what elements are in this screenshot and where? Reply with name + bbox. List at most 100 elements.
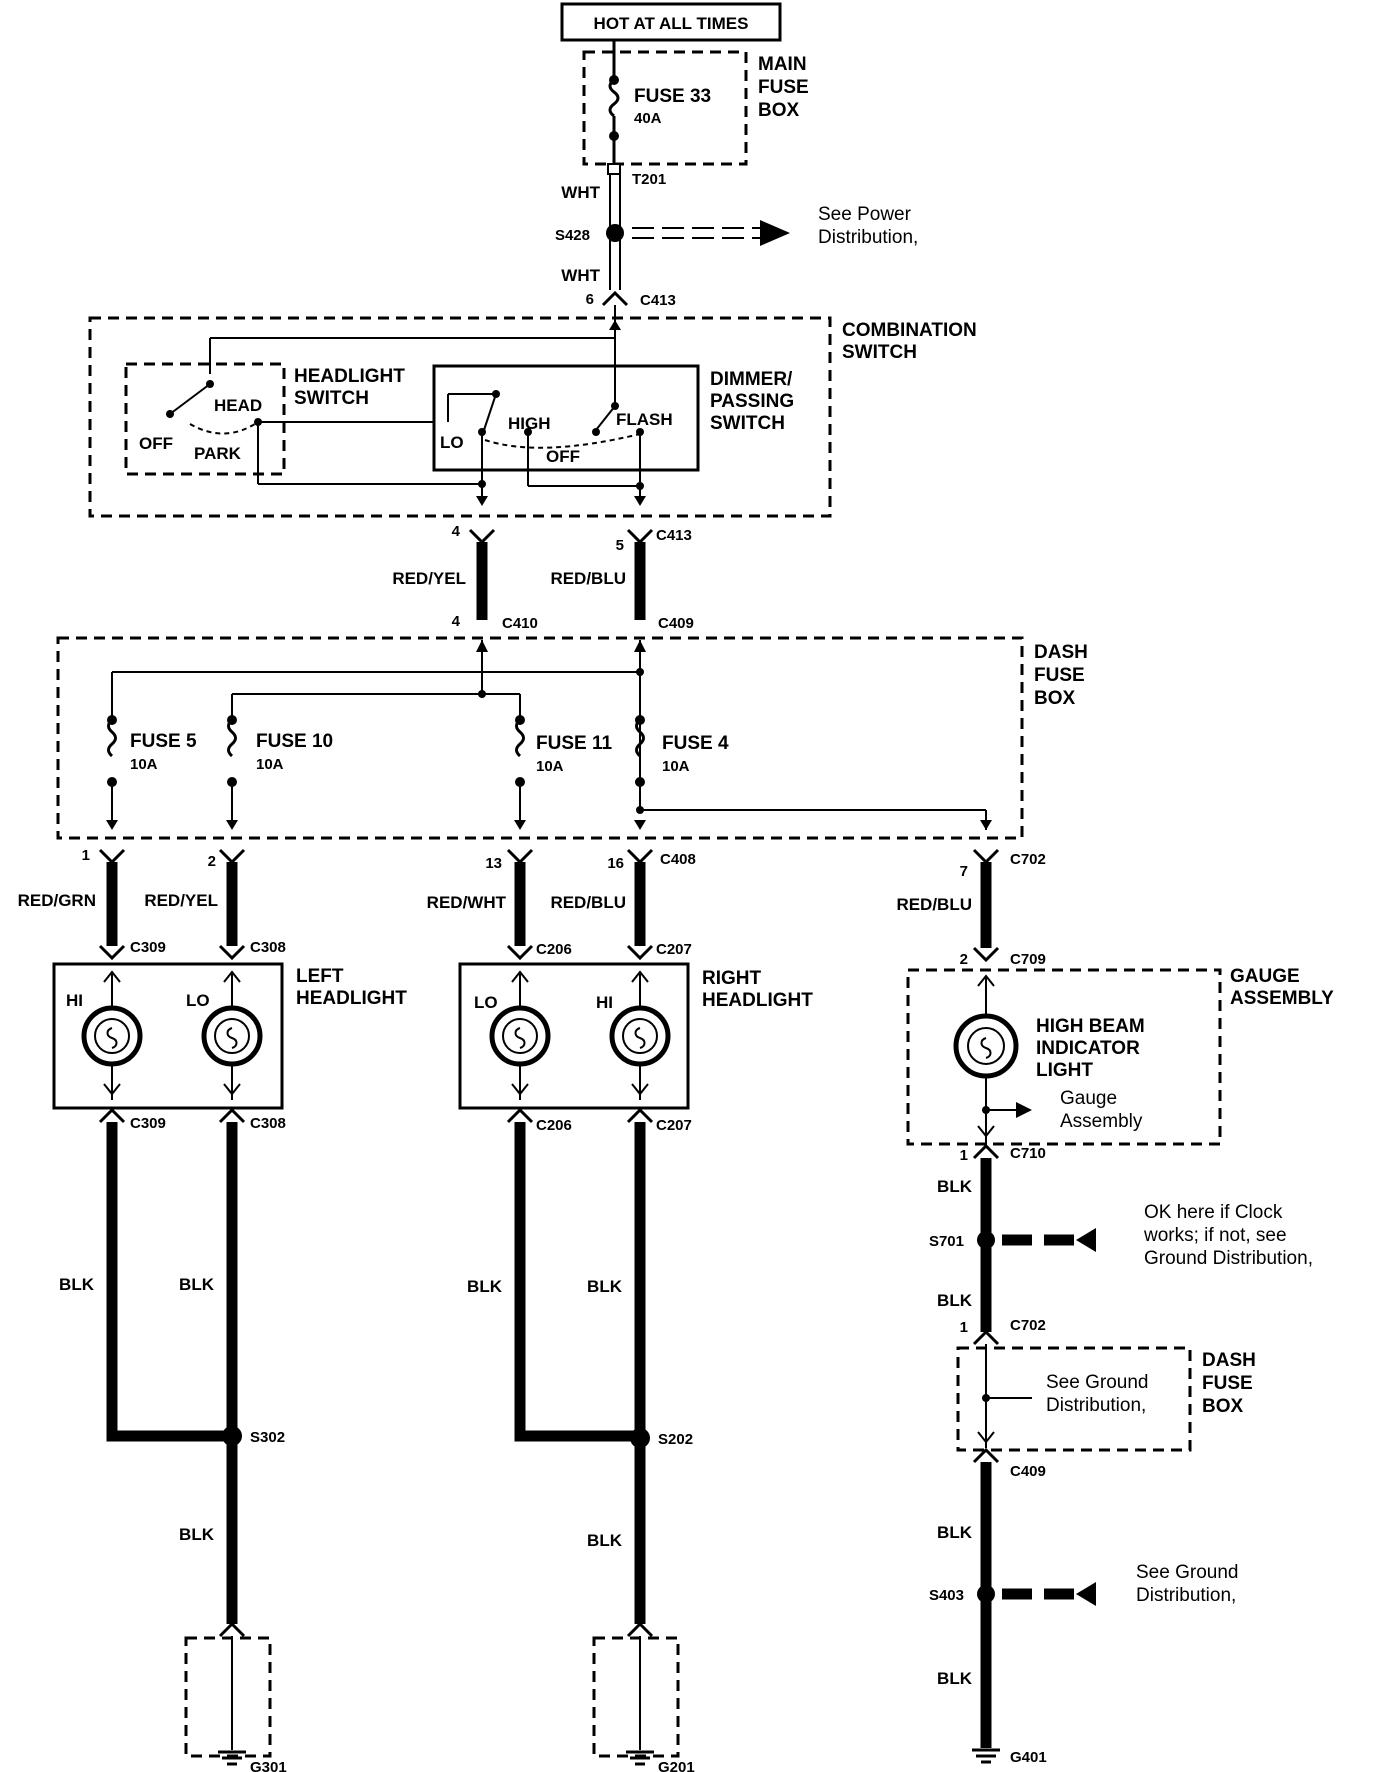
right-lo-bulb-icon [489,970,551,1100]
fuse-4-label: FUSE 4 [662,733,729,754]
power-distribution-arrow [632,220,790,246]
c408-pin-16: 16 [607,855,624,872]
headlight-top-connectors [98,944,1000,963]
wire-blk-10: BLK [937,1669,973,1688]
main-fuse-box-title-1: MAIN [758,54,807,75]
gauge-ground-note-1: Gauge [1060,1088,1117,1109]
headlight-pos-head: HEAD [214,396,262,415]
main-fuse-box-title-2: FUSE [758,77,809,98]
c207-bot-label: C207 [656,1117,692,1134]
dimmer-passing-switch-box [432,364,700,472]
s202-splice [630,1428,650,1448]
g201-box [592,1636,680,1758]
dash-fuse-box-title-1: DASH [1034,642,1088,663]
c413-top-connector [601,290,629,307]
c413-top-label: C413 [640,292,676,309]
high-beam-indicator-bulb-icon [953,974,1032,1146]
main-fuse-box [582,50,748,166]
left-blk-loop [106,1122,232,1442]
s403-splice [977,1585,995,1603]
dimmer-switch-title-3: SWITCH [710,413,785,434]
wire-red-yel-2: RED/YEL [144,891,218,910]
left-headlight-title-2: HEADLIGHT [296,988,407,1009]
fuse-10-rating: 10A [256,756,284,773]
s403-label: S403 [929,1587,964,1604]
fuse-5-symbol [106,715,118,830]
s428-label: S428 [555,227,590,244]
wire-red-blu-1: RED/BLU [550,569,626,588]
c413-label: C413 [656,527,692,544]
c308-bot-label: C308 [250,1115,286,1132]
wire-red-grn: RED/GRN [18,891,96,910]
c710-connector [972,1143,1000,1160]
right-blk-loop [514,1122,640,1442]
t201-label: T201 [632,171,666,188]
dash-fuse-wiring [111,640,646,810]
headlight-bottom-connectors [98,1107,654,1124]
c409-bot-label: C409 [1010,1463,1046,1480]
c408-connectors [98,848,1000,865]
high-beam-indicator-2: INDICATOR [1036,1038,1140,1059]
g401-ground-icon [972,1748,1000,1764]
wire-blk-3: BLK [179,1525,215,1544]
left-headlight-title-1: LEFT [296,966,344,987]
dimmer-pos-off: OFF [546,447,580,466]
c408-pin-13: 13 [485,855,502,872]
wire-blk-4: BLK [467,1277,503,1296]
wire-wht-2: WHT [561,266,600,285]
main-fuse-box-title-3: BOX [758,100,800,121]
combination-switch-wiring [166,305,646,506]
c413-connector-b [626,528,654,545]
wire-wht-1: WHT [561,183,600,202]
dash-fuse-box [56,636,1024,840]
t201-terminal [607,163,621,175]
c413-top-pin: 6 [586,291,594,308]
fuse-5-rating: 10A [130,756,158,773]
headlight-switch-title-1: HEADLIGHT [294,366,405,387]
c702-bot-pin: 1 [960,1319,968,1336]
high-beam-indicator-1: HIGH BEAM [1036,1016,1145,1037]
wire-blk-1: BLK [59,1275,95,1294]
g301-ground-icon [218,1636,246,1766]
s302-splice [222,1426,242,1446]
headlight-switch-box [124,362,286,476]
g201-connector [626,1621,654,1638]
c309-top-label: C309 [130,939,166,956]
c408-pin-1: 1 [82,847,90,864]
headlight-switch-title-2: SWITCH [294,388,369,409]
right-hi-bulb-icon [609,970,671,1100]
gauge-assembly-box [906,968,1222,1146]
left-hi-bulb-icon [81,970,143,1100]
left-lo-bulb-icon [201,970,263,1100]
c710-pin: 1 [960,1147,968,1164]
c409-bot-connector [972,1447,1000,1464]
wire-blk-7: BLK [937,1177,973,1196]
right-headlight-title-2: HEADLIGHT [702,990,813,1011]
dimmer-pos-lo: LO [440,433,464,452]
ground-dist-b-note-1: See Ground [1136,1562,1238,1583]
ground-dist-a-note-1: See Ground [1046,1372,1148,1393]
combination-switch-title-1: COMBINATION [842,320,977,341]
c413-pin-b: 5 [616,537,624,554]
clock-note-2: works; if not, see [1143,1225,1287,1246]
c702-top-label: C702 [1010,851,1046,868]
power-distribution-note-2: Distribution, [818,227,918,248]
g201-ground-icon [626,1636,654,1766]
left-headlight-hi: HI [66,991,83,1010]
gauge-assembly-title-1: GAUGE [1230,966,1300,987]
fuse-4-symbol [634,715,992,830]
gauge-assembly-title-2: ASSEMBLY [1230,988,1334,1009]
c409-label: C409 [658,615,694,632]
g301-connector [218,1621,246,1638]
g401-label: G401 [1010,1749,1047,1766]
hot-at-all-times-box [560,2,782,42]
g201-label: G201 [658,1759,695,1772]
fuse-33-rating: 40A [634,110,662,127]
c709-label: C709 [1010,951,1046,968]
fuse-11-rating: 10A [536,758,564,775]
c309-bot-label: C309 [130,1115,166,1132]
c710-label: C710 [1010,1145,1046,1162]
wire-red-wht: RED/WHT [427,893,507,912]
s428-splice [606,224,624,242]
